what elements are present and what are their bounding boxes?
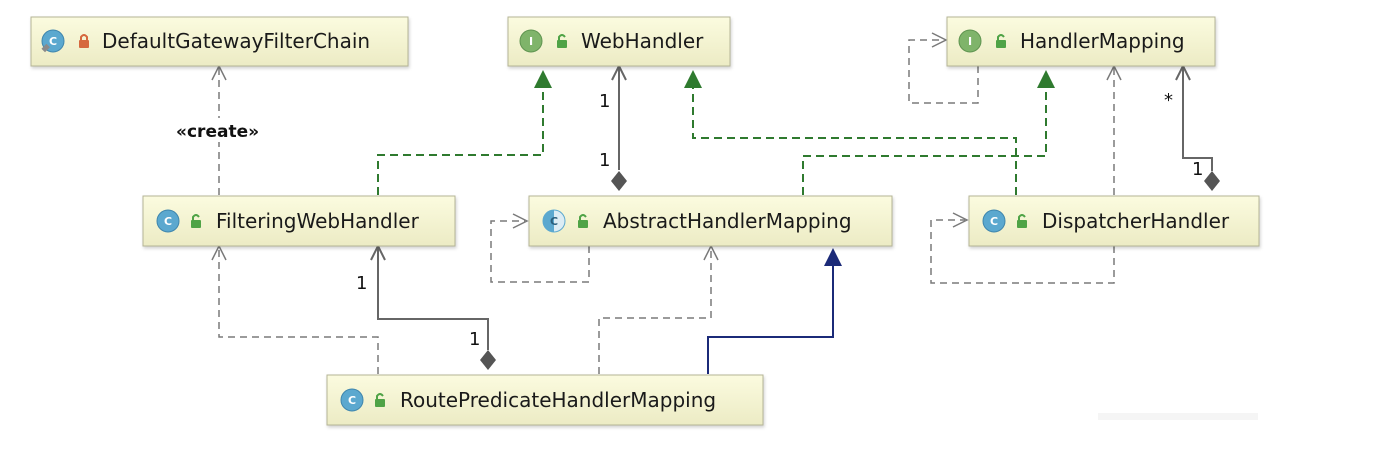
node-name: DefaultGatewayFilterChain [102, 29, 370, 53]
node-default-gateway-filter-chain[interactable]: C DefaultGatewayFilterChain [30, 16, 409, 67]
edge-self-dependency-abstract [490, 213, 590, 283]
multiplicity-label: * [1164, 90, 1173, 111]
multiplicity-label: 1 [1192, 159, 1203, 180]
edge-implements-abstract-to-handlermapping [802, 70, 1055, 195]
node-name: RoutePredicateHandlerMapping [400, 388, 716, 412]
edge-create-filtering-to-chain [176, 64, 266, 195]
abstract-class-badge-icon: C [542, 209, 566, 233]
multiplicity-label: 1 [469, 329, 480, 350]
interface-badge-icon: I [519, 29, 543, 53]
public-lock-icon [996, 34, 1006, 48]
edge-composition-dispatcher-handlermapping [1175, 63, 1220, 191]
node-name: DispatcherHandler [1042, 209, 1230, 233]
node-name: WebHandler [581, 29, 704, 53]
public-lock-icon [191, 214, 201, 228]
badge-letter: I [968, 35, 972, 48]
badge-letter: C [990, 215, 998, 228]
node-dispatcher-handler[interactable]: C DispatcherHandler [968, 195, 1260, 247]
class-badge-icon: C [41, 29, 65, 53]
edge-dependency-dispatcher-handlermapping [1106, 64, 1122, 195]
badge-letter: I [529, 35, 533, 48]
edge-self-dependency-dispatcher [930, 212, 1115, 284]
public-lock-icon [1017, 214, 1027, 228]
class-badge-icon: C [340, 388, 364, 412]
badge-letter: C [49, 35, 57, 48]
node-name: HandlerMapping [1020, 29, 1185, 53]
create-stereotype-label: «create» [176, 122, 259, 142]
multiplicity-label: 1 [599, 150, 610, 171]
public-lock-icon [375, 393, 385, 407]
badge-letter: C [550, 215, 558, 228]
node-web-handler[interactable]: I WebHandler [507, 16, 731, 67]
badge-letter: C [348, 394, 356, 407]
node-route-predicate-handler-mapping[interactable]: C RoutePredicateHandlerMapping [326, 374, 764, 426]
edge-composition-route-filtering [370, 243, 496, 370]
edge-labels: «create» 1 1 * 1 1 1 [176, 90, 1203, 350]
class-badge-icon: C [156, 209, 180, 233]
edge-self-dependency-handlermapping [908, 32, 979, 104]
public-lock-icon [557, 34, 567, 48]
node-abstract-handler-mapping[interactable]: C AbstractHandlerMapping [528, 195, 893, 247]
edge-implements-dispatcher-to-webhandler [684, 70, 1017, 195]
interface-badge-icon: I [958, 29, 982, 53]
class-badge-icon: C [982, 209, 1006, 233]
watermark [1098, 413, 1258, 420]
edge-extends-route-abstract [707, 248, 842, 374]
multiplicity-label: 1 [356, 273, 367, 294]
edge-dependency-route-abstract [598, 244, 719, 374]
multiplicity-label: 1 [599, 91, 610, 112]
edge-implements-filtering-to-webhandler [377, 70, 552, 195]
badge-letter: C [164, 215, 172, 228]
edge-dependency-route-filtering [211, 244, 379, 374]
node-name: FilteringWebHandler [216, 209, 420, 233]
relationship-edges [176, 32, 1220, 374]
node-name: AbstractHandlerMapping [603, 209, 852, 233]
public-lock-icon [578, 214, 588, 228]
node-handler-mapping[interactable]: I HandlerMapping [946, 16, 1216, 67]
edge-composition-abstract-webhandler [611, 63, 627, 191]
private-lock-icon [79, 34, 89, 48]
node-filtering-web-handler[interactable]: C FilteringWebHandler [142, 195, 456, 247]
